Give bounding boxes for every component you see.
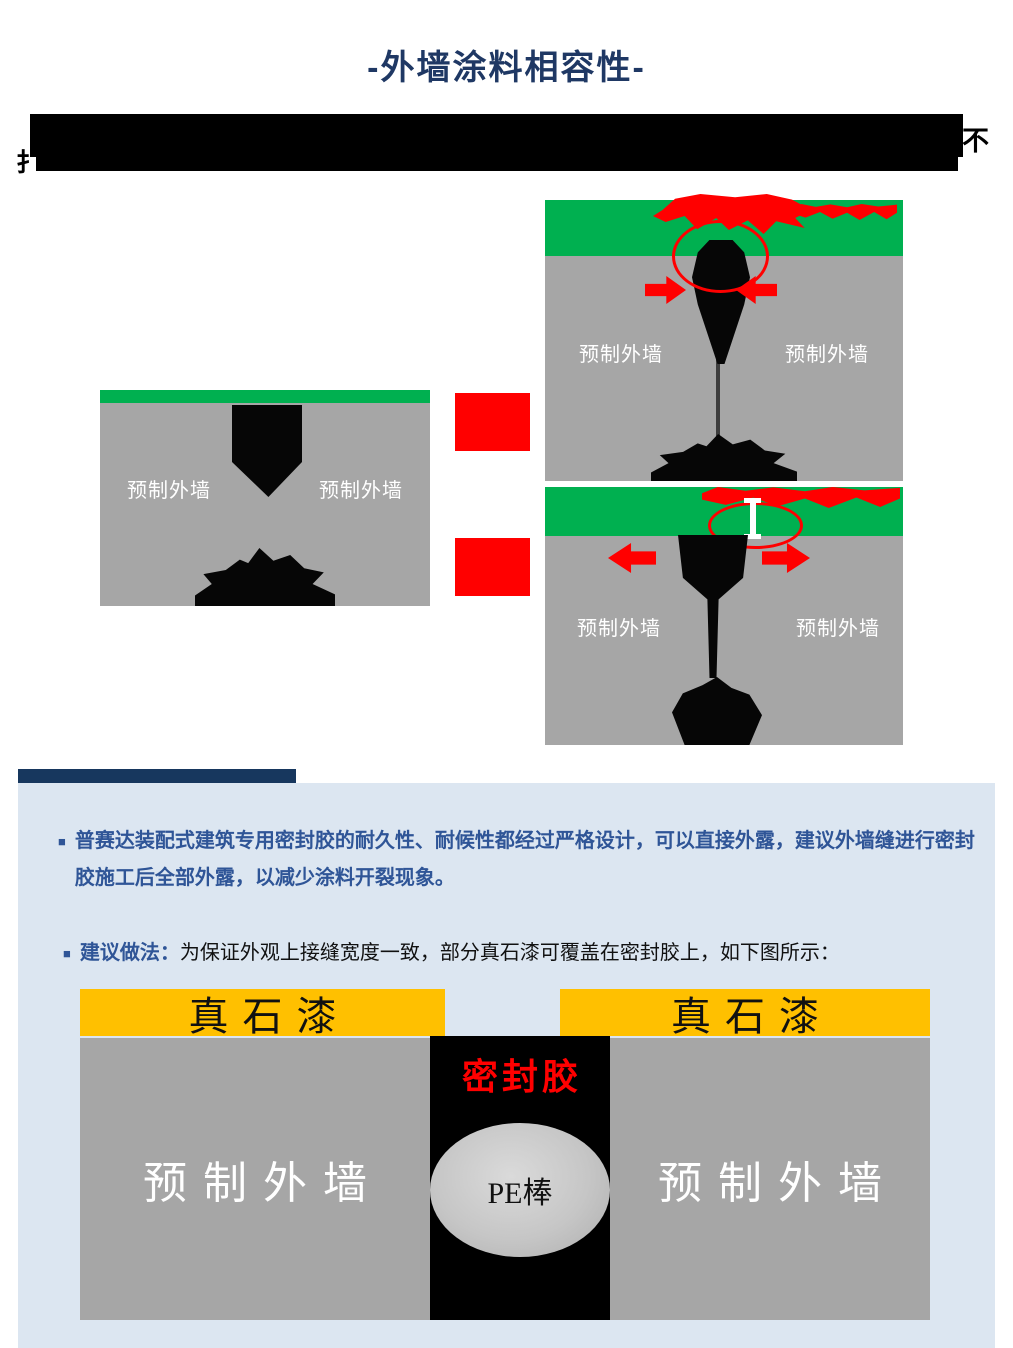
wall-label-left: 预制外墙 bbox=[127, 480, 211, 502]
stone-paint-bar-left: 真石漆 bbox=[80, 989, 445, 1039]
bullet-point-1: ■ 普赛达装配式建筑专用密封胶的耐久性、耐候性都经过严格设计，可以直接外露，建议… bbox=[58, 823, 976, 897]
joint-gap-glyph bbox=[744, 498, 761, 539]
diagram-joint-tension: 预制外墙 预制外墙 bbox=[545, 487, 903, 745]
wall-label-right: 预制外墙 bbox=[785, 344, 869, 366]
redacted-text-line-2 bbox=[36, 142, 958, 171]
sealant-label: 密封胶 bbox=[461, 1057, 582, 1097]
diagram-joint-compression: 预制外墙 预制外墙 bbox=[545, 194, 903, 481]
wall-label-right: 预制外墙 bbox=[796, 618, 880, 640]
wall-label-left: 预制外墙 bbox=[577, 618, 661, 640]
page-title: -外墙涂料相容性- bbox=[367, 49, 646, 87]
info-panel: ■ 普赛达装配式建筑专用密封胶的耐久性、耐候性都经过严格设计，可以直接外露，建议… bbox=[18, 783, 995, 1348]
wall-block-right: 预制外墙 bbox=[610, 1038, 930, 1320]
section-divider-bar bbox=[18, 769, 296, 783]
joint-seam-line bbox=[716, 358, 720, 438]
wall-label-left: 预制外墙 bbox=[579, 344, 663, 366]
stone-paint-label: 真石漆 bbox=[671, 993, 833, 1039]
stone-paint-bar-right: 真石漆 bbox=[560, 989, 930, 1039]
bullet-square-icon: ■ bbox=[63, 946, 71, 961]
wall-label: 预制外墙 bbox=[658, 1159, 898, 1208]
wall-label-right: 预制外墙 bbox=[319, 480, 403, 502]
bullet-2-lead: 建议做法： bbox=[79, 942, 180, 964]
highlight-circle bbox=[672, 220, 769, 293]
diagram-joint-before: 预制外墙 预制外墙 bbox=[100, 390, 430, 606]
coating-strip bbox=[100, 390, 430, 403]
bullet-2-text: 建议做法：为保证外观上接缝宽度一致，部分真石漆可覆盖在密封胶上，如下图所示： bbox=[80, 935, 840, 972]
wall-block-left: 预制外墙 bbox=[80, 1038, 430, 1320]
wall-label: 预制外墙 bbox=[143, 1159, 383, 1208]
transition-block-top bbox=[455, 393, 530, 451]
bullet-1-text: 普赛达装配式建筑专用密封胶的耐久性、耐候性都经过严格设计，可以直接外露，建议外墙… bbox=[74, 830, 975, 889]
stone-paint-label: 真石漆 bbox=[188, 993, 351, 1039]
bullet-point-2: ■ 建议做法：为保证外观上接缝宽度一致，部分真石漆可覆盖在密封胶上，如下图所示： bbox=[63, 935, 988, 972]
bullet-2-body: 为保证外观上接缝宽度一致，部分真石漆可覆盖在密封胶上，如下图所示： bbox=[179, 942, 840, 964]
pe-rod-label: PE棒 bbox=[487, 1177, 553, 1210]
intro-visible-char-end: 不 bbox=[962, 126, 989, 156]
bullet-square-icon: ■ bbox=[58, 834, 66, 849]
pe-rod: PE棒 bbox=[430, 1123, 610, 1257]
transition-block-bottom bbox=[455, 538, 530, 596]
